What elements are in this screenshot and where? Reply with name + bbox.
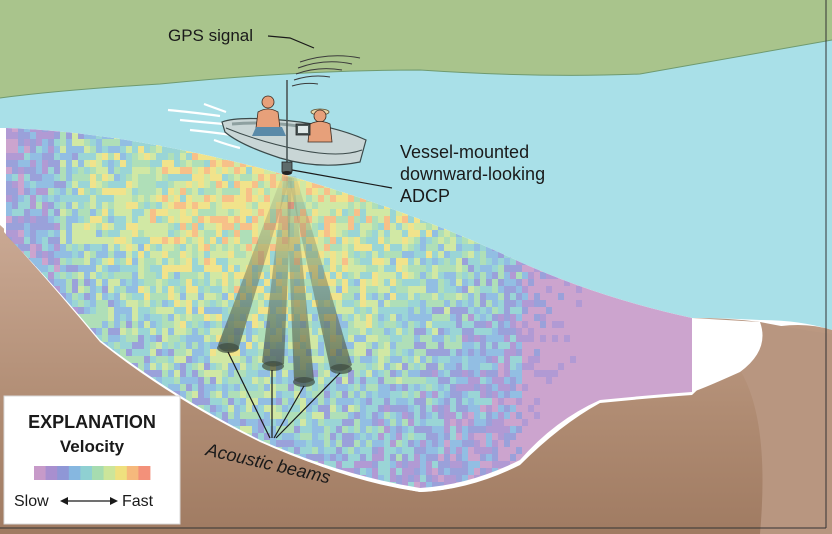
- adcp-label-line2: downward-looking: [400, 164, 545, 184]
- legend-title: EXPLANATION: [28, 412, 156, 432]
- adcp-label-line3: ADCP: [400, 186, 450, 206]
- double-arrow-icon: [60, 497, 118, 505]
- legend-swatch: [68, 466, 81, 480]
- legend-swatch: [80, 466, 93, 480]
- legend-swatch: [103, 466, 116, 480]
- riverbed-sediment: [0, 225, 832, 534]
- adcp-label-line1: Vessel-mounted: [400, 142, 529, 162]
- legend-fast-label: Fast: [122, 493, 154, 510]
- legend-swatch: [138, 466, 151, 480]
- legend-subtitle: Velocity: [60, 437, 125, 456]
- gps-signal-label: GPS signal: [168, 26, 253, 45]
- legend-swatch: [115, 466, 128, 480]
- legend-swatch: [34, 466, 46, 480]
- survey-boat: [221, 80, 367, 175]
- legend-color-scale: [34, 466, 151, 480]
- legend-swatch: [45, 466, 58, 480]
- leader-lines: [227, 35, 393, 439]
- legend-swatch: [92, 466, 104, 480]
- legend-swatch: [57, 466, 70, 480]
- legend-swatch: [126, 466, 139, 480]
- legend-slow-label: Slow: [14, 493, 49, 510]
- river-water: [0, 40, 832, 330]
- gps-signal-icon: [291, 55, 361, 87]
- acoustic-beams: [217, 176, 352, 387]
- legend: EXPLANATION Velocity Slow Fast: [3, 395, 181, 525]
